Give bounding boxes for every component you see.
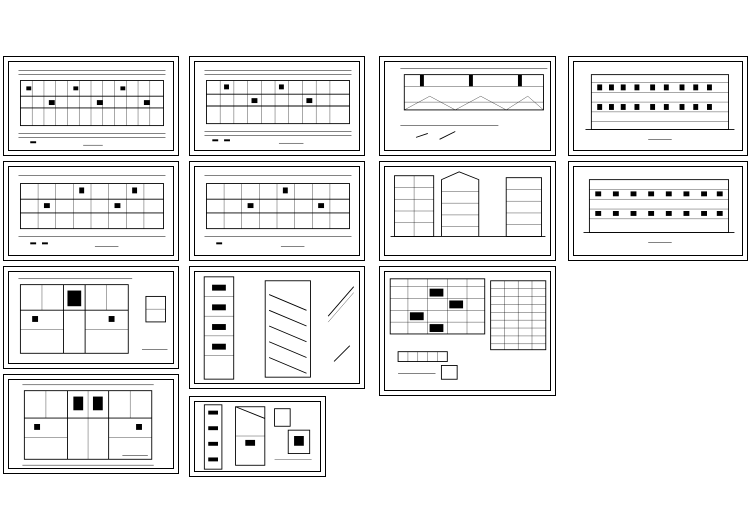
floor-plan-drawing [204,70,352,144]
unit-plan-drawing [22,384,154,466]
sheet-roof-plan[interactable] [379,56,556,156]
sheet-wall-details[interactable] [189,396,326,477]
floor-plan-drawing [18,70,166,146]
sheet-frame [573,61,743,151]
sheet-front-elevation[interactable] [568,56,748,156]
sheet-sections[interactable] [379,161,556,261]
sheet-rear-elevation[interactable] [568,161,748,261]
sheet-frame [384,271,551,391]
sheet-frame [8,61,174,151]
sheet-stair-details[interactable] [189,266,365,389]
floor-plan-drawing [204,175,352,247]
sheet-frame [573,166,743,256]
stair-details-drawing [203,276,355,380]
sheet-frame [384,166,551,256]
rear-elevation-drawing [583,179,735,243]
sheet-frame [8,379,174,469]
sheet-frame [384,61,551,151]
front-elevation-drawing [585,74,735,140]
sheet-floor-plan-2[interactable] [189,56,365,156]
sheet-frame [194,61,360,151]
sheet-frame [194,166,360,256]
sheet-unit-plan-2[interactable] [3,374,179,474]
sheet-frame [8,271,174,364]
sheet-floor-plan-3[interactable] [3,161,179,261]
sheet-frame [194,271,360,384]
unit-plan-drawing [18,278,168,354]
sheet-floor-plan-1[interactable] [3,56,179,156]
sections-drawing [390,171,546,237]
schedules-drawing [389,278,547,380]
sheet-unit-plan-1[interactable] [3,266,179,369]
sheet-frame [194,401,321,472]
roof-plan-drawing [400,68,548,140]
floor-plan-drawing [18,175,166,247]
sheet-frame [8,166,174,256]
sheet-floor-plan-4[interactable] [189,161,365,261]
wall-details-drawing [203,404,312,470]
sheet-schedules[interactable] [379,266,556,396]
